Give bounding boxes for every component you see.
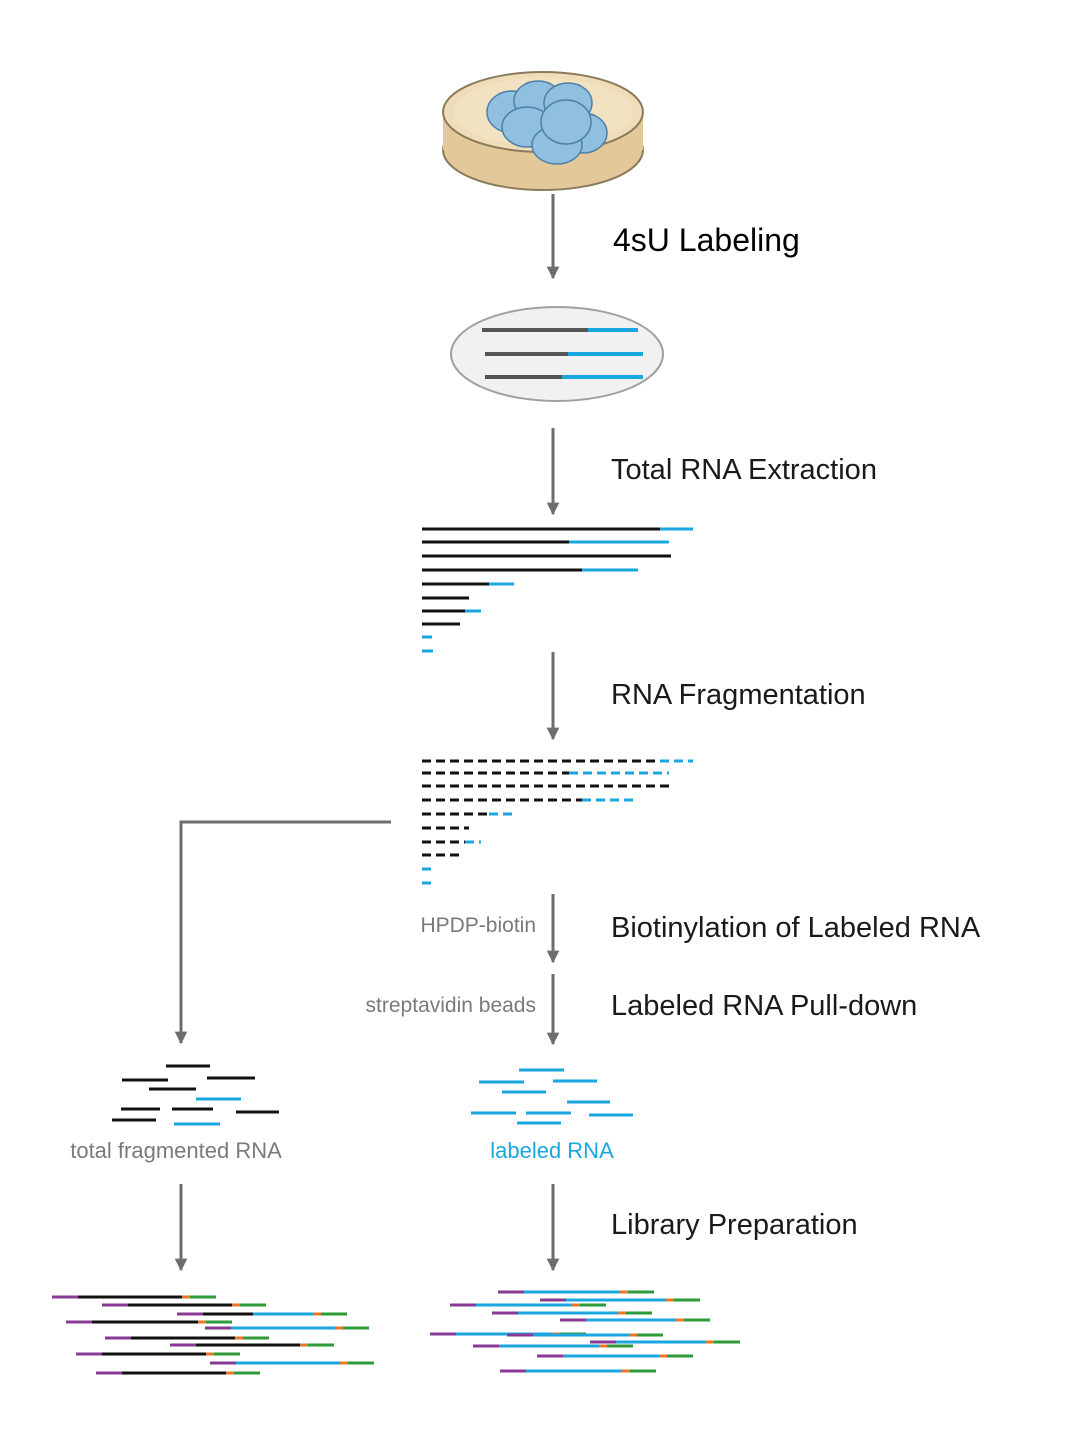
arrows — [174, 194, 560, 1272]
step-label-extraction: Total RNA Extraction — [611, 454, 877, 486]
step-label-library: Library Preparation — [611, 1209, 858, 1241]
reagent-hpdp-biotin: HPDP-biotin — [420, 914, 536, 937]
caption-total-fragmented-rna: total fragmented RNA — [70, 1138, 282, 1163]
total-rna-transcripts — [422, 527, 693, 653]
total-library — [52, 1295, 374, 1375]
reagent-streptavidin-beads: streptavidin beads — [366, 994, 536, 1017]
step-label-labeling: 4sU Labeling — [613, 222, 800, 258]
cell-cluster-icon — [486, 80, 608, 165]
arrow-total-branch — [174, 820, 391, 1045]
culture-dish-icon — [442, 71, 644, 191]
cell-transcripts-icon — [450, 306, 664, 402]
total-fragments-cluster — [112, 1064, 279, 1126]
labeled-library — [430, 1290, 740, 1373]
step-label-fragmentation: RNA Fragmentation — [611, 679, 866, 711]
fragmented-rna — [422, 759, 693, 885]
step-label-biotinylation: Biotinylation of Labeled RNA — [611, 912, 981, 944]
step-label-pulldown: Labeled RNA Pull-down — [611, 990, 917, 1022]
caption-labeled-rna: labeled RNA — [490, 1138, 614, 1163]
labeled-fragments-cluster — [471, 1068, 633, 1125]
